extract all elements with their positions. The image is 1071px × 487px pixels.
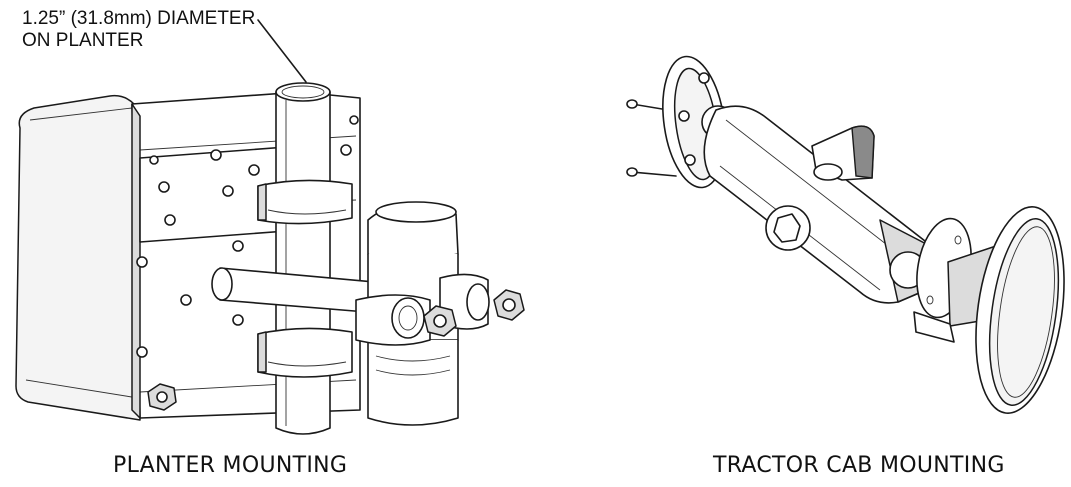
planter-mounting-caption: PLANTER MOUNTING xyxy=(113,453,348,478)
swivel-clamp xyxy=(355,201,490,426)
tightening-knob xyxy=(811,125,875,181)
cab-mount-drawing xyxy=(626,55,1065,414)
tractor-cab-mounting-caption: TRACTOR CAB MOUNTING xyxy=(713,453,1005,478)
suction-cup xyxy=(975,206,1065,414)
hex-bolt xyxy=(765,205,811,251)
side-screw xyxy=(136,346,148,358)
housing-nut xyxy=(147,383,177,411)
planter-pipe xyxy=(275,82,331,435)
callout-leader-line xyxy=(257,19,307,83)
hex-nuts xyxy=(423,289,525,337)
pipe-clamp-upper xyxy=(257,179,353,225)
planter-mount-drawing xyxy=(15,19,525,435)
pipe-clamp-lower xyxy=(257,327,353,378)
pipe-diameter-callout: 1.25” (31.8mm) DIAMETER ON PLANTER xyxy=(22,8,255,52)
callout-line-2: ON PLANTER xyxy=(22,30,144,51)
callout-line-1: 1.25” (31.8mm) DIAMETER xyxy=(22,8,256,29)
side-screw xyxy=(136,256,148,268)
